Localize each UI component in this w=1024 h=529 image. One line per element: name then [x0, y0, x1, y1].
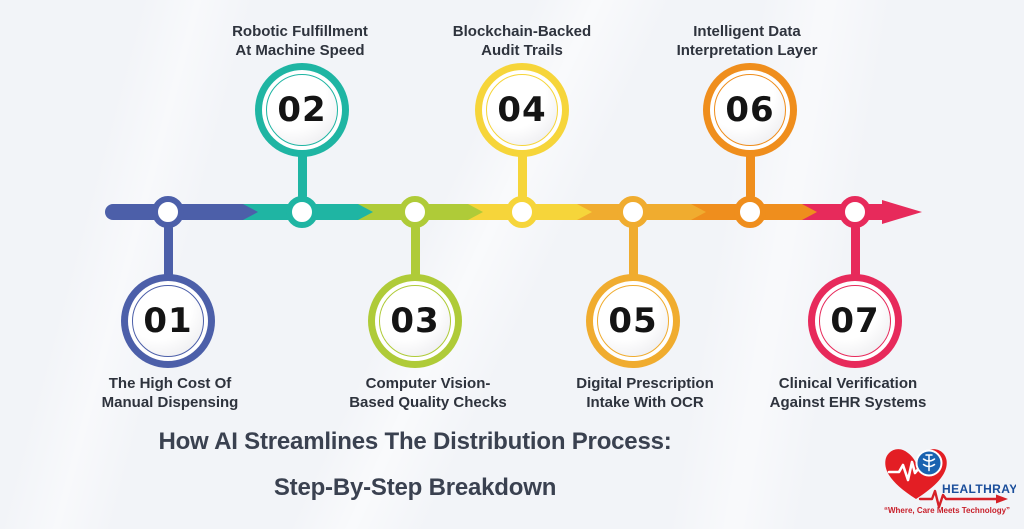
step-label-line: Digital Prescription — [576, 375, 714, 392]
connector-step-5 — [629, 224, 638, 278]
arrow-line-icon — [918, 489, 999, 509]
connector-step-2 — [298, 150, 307, 200]
step-label-line: Robotic Fulfillment — [232, 23, 368, 40]
circle-face: 05 — [597, 285, 669, 357]
title-line-2: Step-By-Step Breakdown — [273, 474, 557, 501]
circle-face: 07 — [819, 285, 891, 357]
timeline-node-3 — [399, 196, 431, 228]
step-number: 03 — [390, 301, 440, 341]
connector-step-4 — [518, 150, 527, 200]
step-label-line: Intelligent Data — [693, 23, 801, 40]
chevron-right-icon — [577, 204, 592, 220]
step-label-line: Against EHR Systems — [769, 394, 927, 411]
step-number: 04 — [497, 90, 547, 130]
chevron-right-icon — [802, 204, 817, 220]
circle-face: 03 — [379, 285, 451, 357]
timeline-node-5 — [617, 196, 649, 228]
step-label-7: Clinical Verification Against EHR System… — [733, 374, 963, 412]
arrow-tip-icon — [996, 494, 1008, 504]
step-label-line: Intake With OCR — [586, 394, 704, 411]
step-label-line: Audit Trails — [481, 42, 563, 59]
connector-step-3 — [411, 224, 420, 278]
step-number: 07 — [830, 301, 880, 341]
step-circle-4: 04 — [475, 63, 569, 157]
step-label-4: Blockchain-Backed Audit Trails — [407, 22, 637, 60]
step-circle-7: 07 — [808, 274, 902, 368]
step-circle-6: 06 — [703, 63, 797, 157]
page-title: How AI Streamlines The Distribution Proc… — [0, 428, 830, 502]
circle-face: 01 — [132, 285, 204, 357]
step-circle-1: 01 — [121, 274, 215, 368]
chevron-right-icon — [691, 204, 706, 220]
step-label-line: At Machine Speed — [235, 42, 365, 59]
step-circle-5: 05 — [586, 274, 680, 368]
step-label-line: The High Cost Of — [108, 375, 232, 392]
chevron-right-icon — [358, 204, 373, 220]
timeline-node-1 — [152, 196, 184, 228]
step-label-line: Computer Vision- — [365, 375, 491, 392]
timeline-node-6 — [734, 196, 766, 228]
connector-step-6 — [746, 150, 755, 200]
circle-face: 06 — [714, 74, 786, 146]
circle-face: 04 — [486, 74, 558, 146]
timeline-node-2 — [286, 196, 318, 228]
step-label-6: Intelligent Data Interpretation Layer — [632, 22, 862, 60]
connector-step-7 — [851, 224, 860, 278]
step-circle-2: 02 — [255, 63, 349, 157]
step-label-1: The High Cost Of Manual Dispensing — [55, 374, 285, 412]
step-label-3: Computer Vision- Based Quality Checks — [313, 374, 543, 412]
chevron-right-icon — [468, 204, 483, 220]
circle-face: 02 — [266, 74, 338, 146]
step-label-line: Based Quality Checks — [349, 394, 507, 411]
brand-name: HEALTHRAY — [942, 482, 1016, 496]
chevron-right-icon — [243, 204, 258, 220]
step-number: 06 — [725, 90, 775, 130]
timeline-node-7 — [839, 196, 871, 228]
step-label-line: Interpretation Layer — [676, 42, 818, 59]
step-label-line: Blockchain-Backed — [452, 23, 592, 40]
healthray-logo: HEALTHRAY “Where, Care Meets Technology” — [884, 449, 1016, 515]
step-label-2: Robotic Fulfillment At Machine Speed — [185, 22, 415, 60]
step-number: 01 — [143, 301, 193, 341]
brand-tagline: “Where, Care Meets Technology” — [884, 506, 1010, 515]
caduceus-icon — [922, 454, 936, 472]
step-label-5: Digital Prescription Intake With OCR — [530, 374, 760, 412]
timeline-node-4 — [506, 196, 538, 228]
timeline-arrowhead-icon — [882, 200, 922, 224]
step-label-line: Manual Dispensing — [101, 394, 239, 411]
connector-step-1 — [164, 224, 173, 278]
step-number: 02 — [277, 90, 327, 130]
title-line-1: How AI Streamlines The Distribution Proc… — [158, 428, 672, 455]
step-circle-3: 03 — [368, 274, 462, 368]
step-number: 05 — [608, 301, 658, 341]
step-label-line: Clinical Verification — [778, 375, 918, 392]
